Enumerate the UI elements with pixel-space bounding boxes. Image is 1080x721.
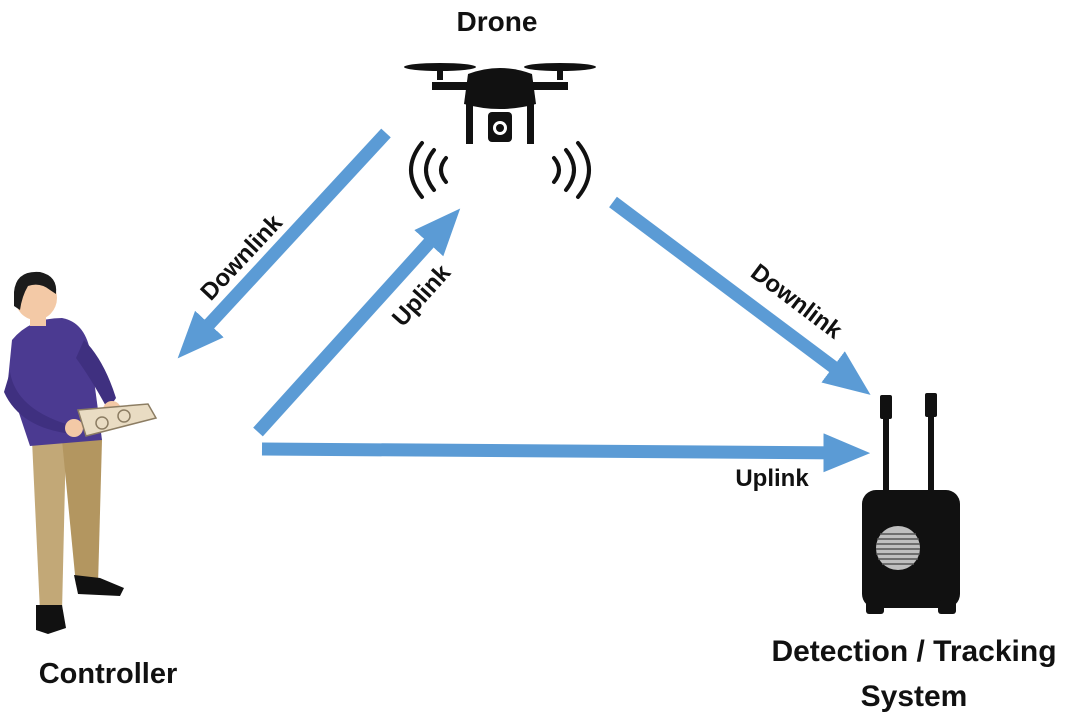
- uplink-bottom-label: Uplink: [735, 465, 809, 492]
- person-controller-icon: [4, 271, 158, 634]
- drone-label: Drone: [457, 6, 538, 37]
- downlink-arrow-right: [609, 196, 871, 395]
- controller-label: Controller: [39, 658, 178, 690]
- detection-system-label-line2: System: [861, 680, 968, 713]
- downlink-arrow-left: [177, 128, 391, 359]
- uplink-arrow-bottom: [261, 433, 871, 473]
- jammer-device-icon: [862, 393, 960, 614]
- detection-system-label-line1: Detection / Tracking: [771, 635, 1056, 668]
- uplink-arrow-middle: [253, 208, 461, 437]
- signal-waves-icon: [409, 141, 591, 199]
- drone-icon: [404, 63, 596, 144]
